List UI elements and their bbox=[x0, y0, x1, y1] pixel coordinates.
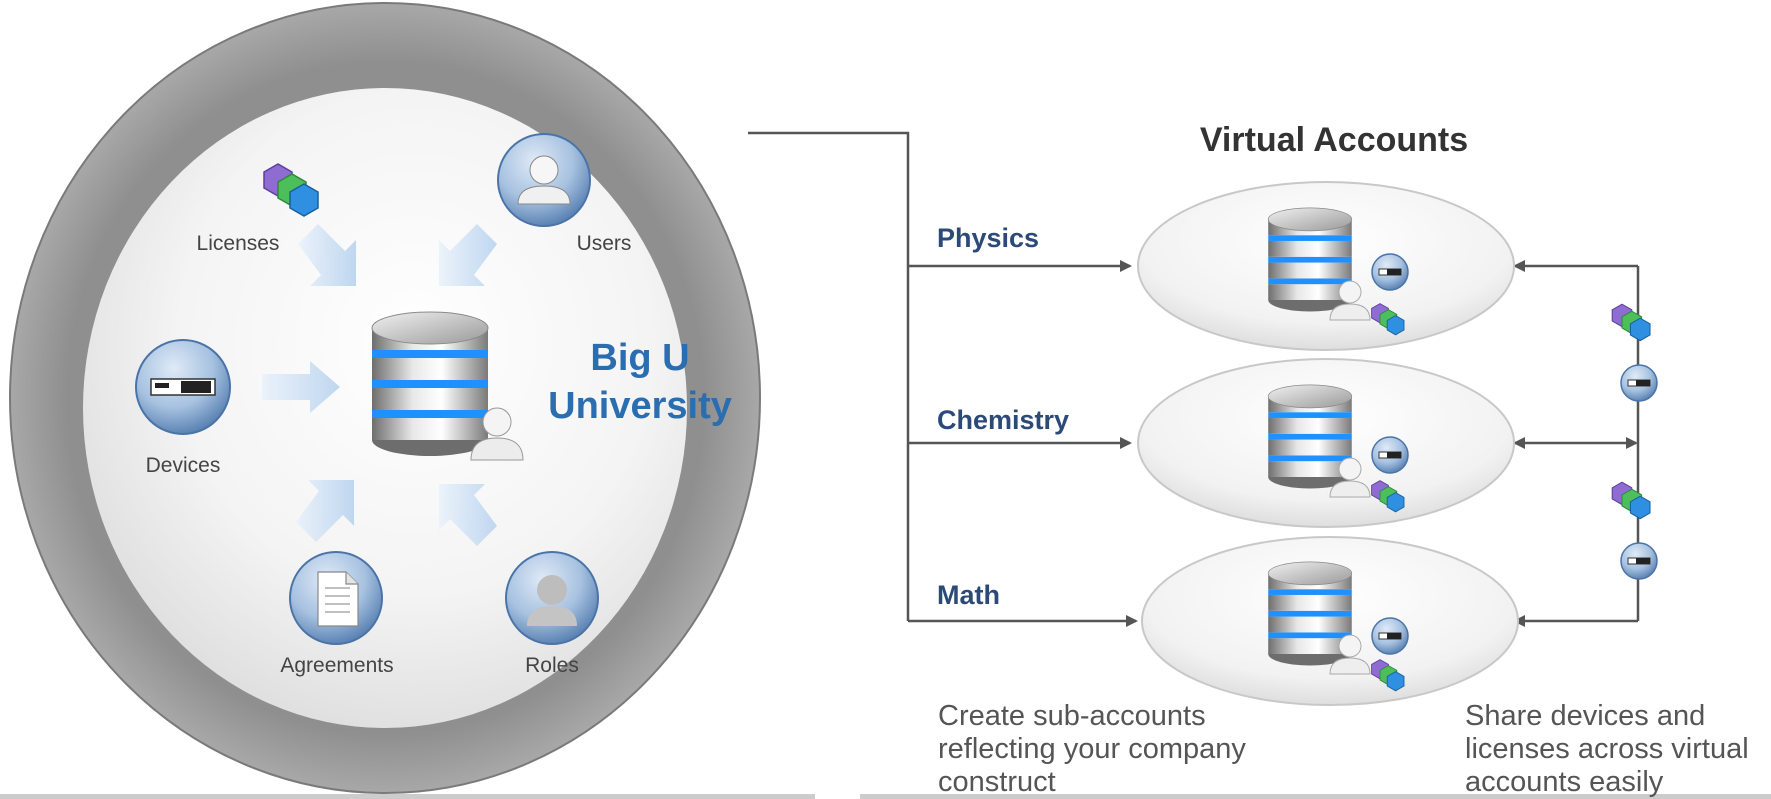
account-label-physics[interactable]: Physics bbox=[937, 223, 1039, 253]
caption-share-devices: Share devices and licenses across virtua… bbox=[1465, 700, 1749, 799]
account-physics[interactable] bbox=[1137, 181, 1515, 351]
account-chemistry[interactable] bbox=[1137, 358, 1515, 528]
hub-title-line2: University bbox=[548, 385, 732, 427]
caption-right-line-1: Share devices and bbox=[1465, 700, 1706, 732]
hub-inflow-arrows bbox=[262, 224, 497, 546]
bottom-divider-right bbox=[860, 794, 1771, 799]
document-icon[interactable] bbox=[289, 551, 383, 645]
agreements-label: Agreements bbox=[280, 654, 393, 677]
user-icon[interactable] bbox=[497, 133, 591, 227]
caption-create-sub-accounts: Create sub-accounts reflecting your comp… bbox=[938, 700, 1246, 799]
hub-database-icon bbox=[371, 311, 489, 457]
caption-left-line-1: Create sub-accounts bbox=[938, 700, 1206, 732]
caption-right-line-3: accounts easily bbox=[1465, 766, 1664, 798]
device-icon[interactable] bbox=[135, 339, 231, 435]
shared-device-icon-2[interactable] bbox=[1620, 542, 1658, 580]
physics-device-icon bbox=[1371, 253, 1409, 291]
bottom-divider-left bbox=[0, 794, 815, 799]
account-label-chemistry[interactable]: Chemistry bbox=[937, 405, 1069, 435]
math-device-icon bbox=[1371, 617, 1409, 655]
hub-to-accounts-connector bbox=[748, 131, 1138, 627]
caption-left-line-2: reflecting your company bbox=[938, 733, 1246, 765]
shared-licenses-icon-1[interactable] bbox=[1611, 303, 1651, 342]
account-math[interactable] bbox=[1141, 536, 1519, 706]
caption-right-line-2: licenses across virtual bbox=[1465, 733, 1749, 765]
shared-licenses-icon-2[interactable] bbox=[1611, 481, 1651, 520]
licenses-label: Licenses bbox=[197, 232, 280, 255]
caption-left-line-3: construct bbox=[938, 766, 1056, 798]
virtual-accounts-title: Virtual Accounts bbox=[1200, 121, 1468, 159]
users-label: Users bbox=[577, 232, 632, 255]
devices-label: Devices bbox=[146, 454, 221, 477]
shared-device-icon-1[interactable] bbox=[1620, 364, 1658, 402]
hub-user-overlay-icon bbox=[470, 407, 524, 461]
account-label-math[interactable]: Math bbox=[937, 580, 1000, 610]
roles-label: Roles bbox=[525, 654, 579, 677]
role-icon[interactable] bbox=[505, 551, 599, 645]
chemistry-device-icon bbox=[1371, 436, 1409, 474]
hub-title-line1: Big U bbox=[590, 337, 689, 379]
